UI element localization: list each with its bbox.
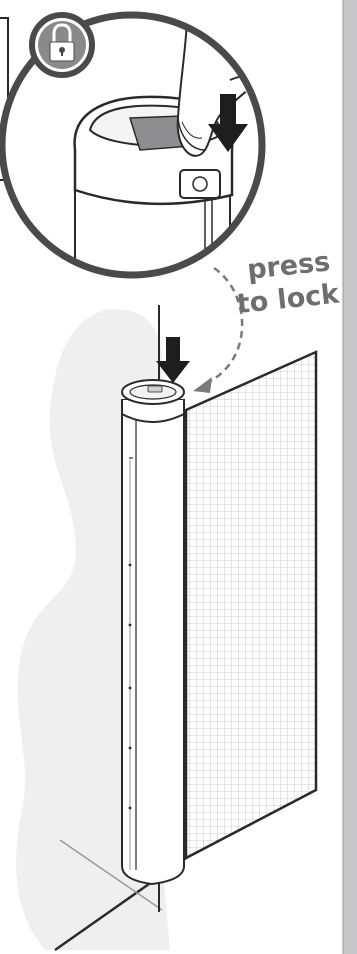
mesh-panel [186,350,318,860]
dashed-connector [205,268,242,384]
right-border-bar [343,0,357,954]
callout-text: press to lock [232,245,345,320]
connector-arrowhead [193,377,212,393]
gate-cassette [122,380,184,884]
padlock-icon [32,15,92,75]
